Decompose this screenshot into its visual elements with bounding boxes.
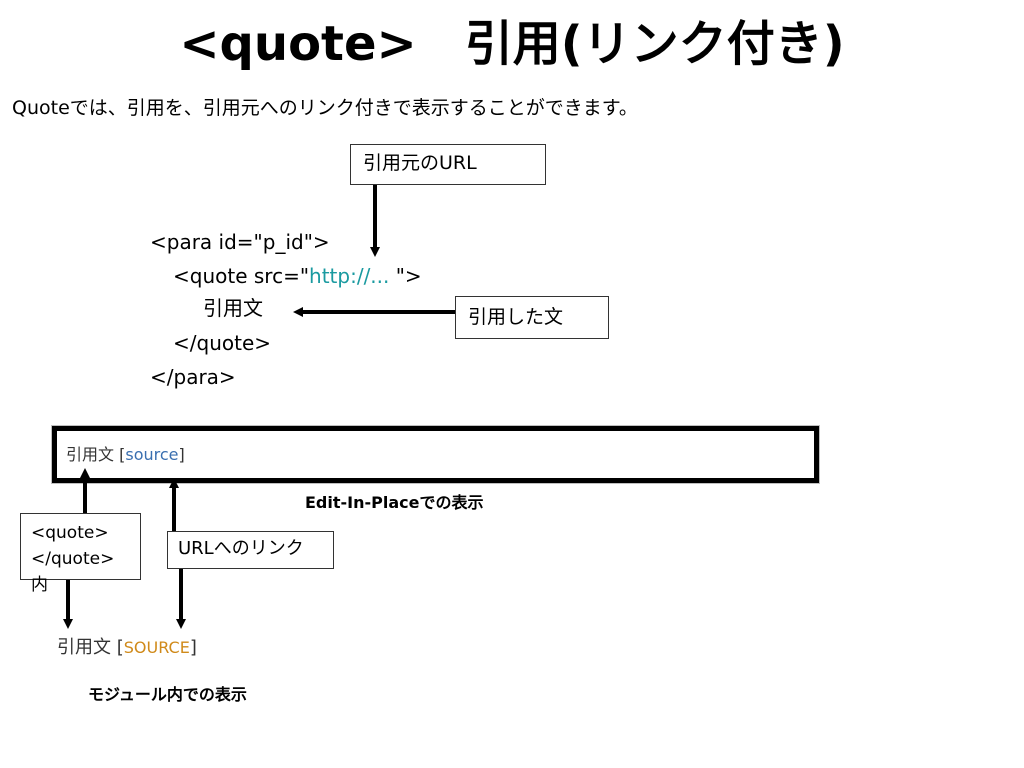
page-title: <quote> 引用(リンク付き)	[179, 16, 845, 72]
code-quote-suffix: ">	[389, 264, 422, 288]
quoted-sentence-label: 引用した文	[455, 296, 609, 339]
code-quote-prefix: <quote src="	[173, 264, 310, 288]
code-quote-close: </quote>	[173, 331, 272, 355]
eip-open-bracket: [	[119, 445, 126, 464]
module-close-bracket: ]	[189, 637, 197, 658]
intro-text: Quoteでは、引用を、引用元へのリンク付きで表示することができます。	[12, 97, 638, 119]
code-para-open: <para id="p_id">	[150, 230, 330, 254]
eip-source-link[interactable]: source	[125, 445, 179, 464]
url-link-label: URLへのリンク	[167, 531, 334, 569]
module-caption: モジュール内での表示	[88, 685, 247, 704]
module-preview: 引用文 [SOURCE]	[57, 633, 197, 659]
edit-in-place-preview: 引用文 [source]	[52, 426, 819, 483]
eip-close-bracket: ]	[178, 445, 185, 464]
code-quoted-text: 引用文	[203, 296, 263, 320]
module-open-bracket: [	[116, 637, 124, 658]
code-url-link: http://...	[309, 264, 390, 288]
code-para-close: </para>	[150, 365, 236, 389]
edit-in-place-caption: Edit-In-Placeでの表示	[305, 493, 484, 512]
edit-in-place-text: 引用文 [source]	[66, 445, 185, 465]
module-source-link[interactable]: SOURCE	[123, 638, 190, 657]
module-quote-text: 引用文	[57, 637, 111, 658]
source-url-label: 引用元のURL	[350, 144, 546, 185]
code-quote-open: <quote src="http://... ">	[173, 264, 422, 288]
quote-inner-label: <quote></quote>内	[20, 513, 141, 595]
eip-quote-text: 引用文	[66, 445, 115, 464]
